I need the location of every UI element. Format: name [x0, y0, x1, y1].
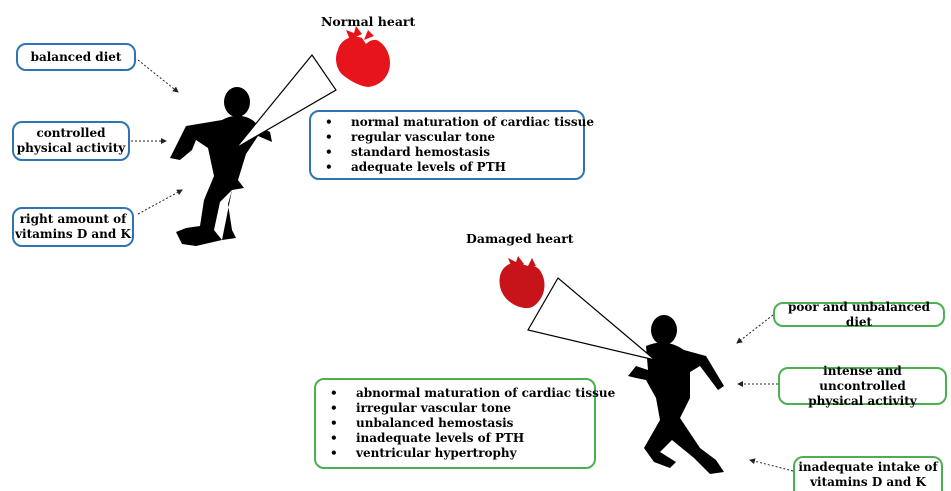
normal-effect-item: normal maturation of cardiac tissue: [321, 115, 594, 130]
normal-effect-item: regular vascular tone: [321, 130, 573, 145]
damaged-effect-item: inadequate levels of PTH: [326, 431, 584, 446]
damaged-effects-list: abnormal maturation of cardiac tissue ir…: [326, 386, 615, 461]
inadequate-vitamins-box: inadequate intake of vitamins D and K: [793, 456, 943, 491]
damaged-heart-heading: Damaged heart: [466, 231, 574, 246]
inadequate-vitamins-label: inadequate intake of vitamins D and K: [798, 459, 938, 489]
normal-heart-icon: [336, 26, 390, 87]
normal-heart-heading: Normal heart: [321, 14, 416, 29]
damaged-arrows: [736, 314, 794, 472]
normal-arrows: [131, 59, 183, 215]
vitamins-right-amount-label: right amount of vitamins D and K: [15, 212, 131, 241]
balanced-diet-label: balanced diet: [30, 49, 122, 64]
normal-cone: [235, 54, 337, 149]
damaged-effect-item: irregular vascular tone: [326, 401, 584, 416]
normal-effects-box: normal maturation of cardiac tissue regu…: [309, 110, 594, 180]
damaged-heart-icon: [499, 256, 545, 309]
normal-effect-item: adequate levels of PTH: [321, 160, 573, 175]
normal-runner-silhouette: [170, 87, 272, 246]
balanced-diet-box: balanced diet: [16, 43, 136, 71]
controlled-activity-label: controlled physical activity: [16, 126, 126, 155]
damaged-effect-item: unbalanced hemostasis: [326, 416, 584, 431]
normal-effects-list: normal maturation of cardiac tissue regu…: [321, 115, 594, 175]
damaged-effects-box: abnormal maturation of cardiac tissue ir…: [314, 378, 615, 469]
controlled-activity-box: controlled physical activity: [12, 121, 130, 161]
intense-activity-box: intense and uncontrolled physical activi…: [778, 364, 947, 408]
poor-diet-box: poor and unbalanced diet: [773, 299, 945, 329]
damaged-effect-item: ventricular hypertrophy: [326, 446, 584, 461]
damaged-cone: [527, 277, 656, 361]
normal-effect-item: standard hemostasis: [321, 145, 573, 160]
damaged-runner-silhouette: [628, 315, 724, 474]
damaged-effect-item: abnormal maturation of cardiac tissue: [326, 386, 615, 401]
intense-activity-label: intense and uncontrolled physical activi…: [808, 363, 917, 408]
poor-diet-label: poor and unbalanced diet: [788, 299, 930, 329]
vitamins-right-amount-box: right amount of vitamins D and K: [12, 207, 134, 247]
